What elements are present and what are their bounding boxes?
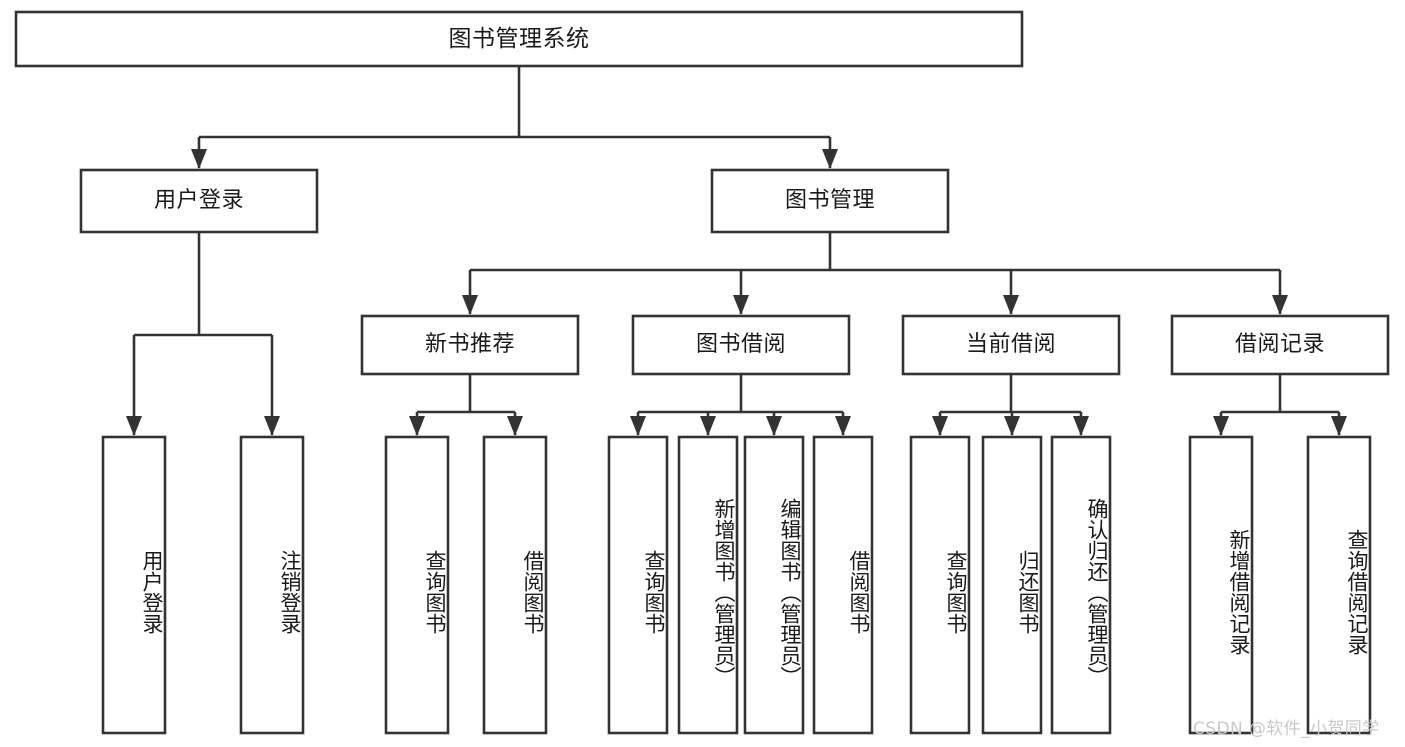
arrow-head-icon [766, 416, 782, 436]
arrow-head-icon [822, 149, 838, 169]
leaf-box[interactable] [743, 435, 805, 735]
leaf-box[interactable] [384, 435, 450, 735]
leaf-box[interactable] [482, 435, 548, 735]
arrow-head-icon [264, 416, 280, 436]
arrow-head-icon [835, 416, 851, 436]
leaf-box[interactable] [1306, 435, 1372, 735]
arrow-head-icon [1272, 295, 1288, 315]
arrow-head-icon [1213, 416, 1229, 436]
level3-box[interactable] [901, 314, 1121, 376]
level3-box[interactable] [1170, 314, 1390, 376]
arrow-head-icon [1331, 416, 1347, 436]
arrow-head-icon [409, 416, 425, 436]
leaf-box[interactable] [1188, 435, 1254, 735]
leaf-box[interactable] [1050, 435, 1112, 735]
root-box[interactable] [14, 10, 1024, 68]
leaf-box[interactable] [239, 435, 305, 735]
arrow-head-icon [932, 416, 948, 436]
arrow-head-icon [191, 149, 207, 169]
arrow-head-icon [700, 416, 716, 436]
leaf-box[interactable] [607, 435, 669, 735]
arrow-head-icon [630, 416, 646, 436]
connectors-layer [126, 66, 1347, 436]
level2-box[interactable] [79, 168, 319, 234]
arrow-head-icon [1003, 295, 1019, 315]
arrow-head-icon [126, 416, 142, 436]
arrow-head-icon [733, 295, 749, 315]
arrow-head-icon [1004, 416, 1020, 436]
arrow-head-icon [462, 295, 478, 315]
level3-box[interactable] [631, 314, 851, 376]
leaf-box[interactable] [812, 435, 874, 735]
boxes-layer [14, 10, 1390, 735]
leaf-box[interactable] [101, 435, 167, 735]
leaf-box[interactable] [981, 435, 1043, 735]
leaf-box[interactable] [677, 435, 739, 735]
leaf-box[interactable] [909, 435, 971, 735]
level2-box[interactable] [710, 168, 950, 234]
level3-box[interactable] [360, 314, 580, 376]
arrow-head-icon [1073, 416, 1089, 436]
arrow-head-icon [507, 416, 523, 436]
